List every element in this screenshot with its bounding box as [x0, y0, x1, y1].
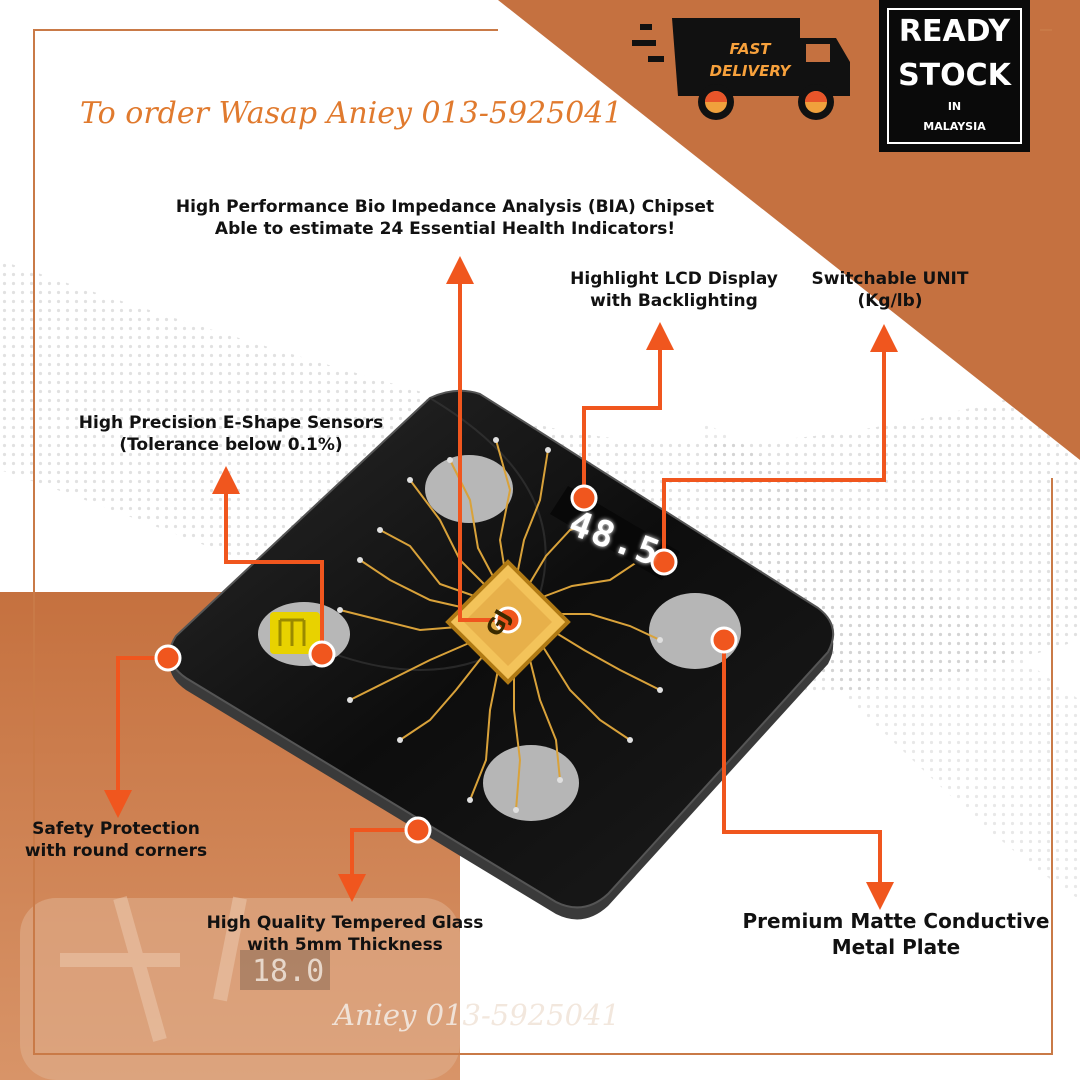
feature-plate-line1: Premium Matte Conductive: [742, 909, 1050, 933]
feature-e-shape-sensors: High Precision E-Shape Sensors (Toleranc…: [66, 412, 396, 457]
feature-bia-line1: High Performance Bio Impedance Analysis …: [175, 197, 715, 217]
order-contact-line: To order Wasap Aniey 013-5925041: [80, 96, 623, 131]
feature-unit-line1: Switchable UNIT: [811, 269, 969, 289]
feature-lcd-line2: with Backlighting: [590, 291, 758, 312]
feature-lcd-display: Highlight LCD Display with Backlighting: [556, 268, 792, 313]
ready-text: READY: [898, 14, 1011, 49]
feature-bia-chipset: High Performance Bio Impedance Analysis …: [150, 196, 740, 241]
feature-switchable-unit: Switchable UNIT (Kg/lb): [810, 268, 970, 313]
callout-arrows: [104, 256, 898, 910]
malaysia-text: MALAYSIA: [923, 120, 986, 133]
feature-safety-line2: with round corners: [24, 841, 208, 862]
callout-dot-icon: [154, 484, 738, 844]
feature-sensors-line2: (Tolerance below 0.1%): [119, 435, 343, 456]
feature-bia-line2: Able to estimate 24 Essential Health Ind…: [214, 219, 676, 240]
feature-sensors-line1: High Precision E-Shape Sensors: [78, 413, 384, 433]
delivery-fast-text: FAST: [729, 40, 771, 58]
feature-glass-line1: High Quality Tempered Glass: [206, 913, 484, 933]
feature-tempered-glass: High Quality Tempered Glass with 5mm Thi…: [190, 912, 500, 957]
stock-text: STOCK: [898, 58, 1011, 93]
ghost-scale-reading: 18.0: [252, 954, 325, 989]
in-text: IN: [947, 100, 962, 113]
truck-icon: [632, 18, 850, 120]
ready-stock-badge: READY STOCK IN MALAYSIA: [879, 0, 1030, 152]
feature-metal-plate: Premium Matte Conductive Metal Plate: [740, 908, 1052, 961]
feature-glass-line2: with 5mm Thickness: [247, 935, 443, 956]
watermark-contact: Aniey 013-5925041: [334, 998, 620, 1032]
delivery-text: DELIVERY: [709, 62, 791, 80]
feature-lcd-line1: Highlight LCD Display: [570, 269, 778, 289]
feature-plate-line2: Metal Plate: [831, 935, 961, 960]
feature-safety-line1: Safety Protection: [32, 819, 200, 839]
feature-safety-corners: Safety Protection with round corners: [16, 818, 216, 863]
feature-unit-line2: (Kg/lb): [857, 291, 923, 312]
